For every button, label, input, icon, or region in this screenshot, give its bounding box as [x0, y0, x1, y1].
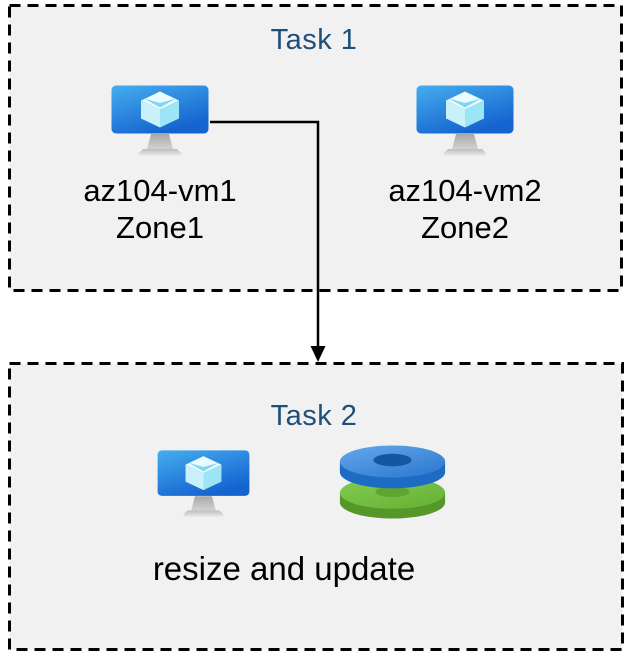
disk-blue-icon [339, 445, 446, 489]
disks-icon [339, 445, 446, 519]
task2-box [8, 362, 624, 651]
vm1-zone: Zone1 [116, 210, 204, 245]
arrow-line [210, 120, 320, 348]
task1-title: Task 1 [270, 24, 358, 56]
cube-icon [446, 91, 484, 128]
task2-title: Task 2 [270, 400, 358, 432]
task2-caption: resize and update [152, 550, 416, 587]
vm1-name: az104-vm1 [83, 173, 237, 208]
vm-icon [416, 85, 514, 156]
vm2-zone: Zone2 [421, 210, 509, 245]
task1-box [8, 4, 623, 292]
vm2-label: az104-vm2 Zone2 [355, 172, 575, 246]
arrow-head-icon [310, 346, 326, 362]
cube-icon [141, 91, 179, 128]
vm-icon [111, 85, 209, 156]
vm2-name: az104-vm2 [388, 173, 542, 208]
vm1-label: az104-vm1 Zone1 [50, 172, 270, 246]
vm-icon [157, 450, 250, 518]
